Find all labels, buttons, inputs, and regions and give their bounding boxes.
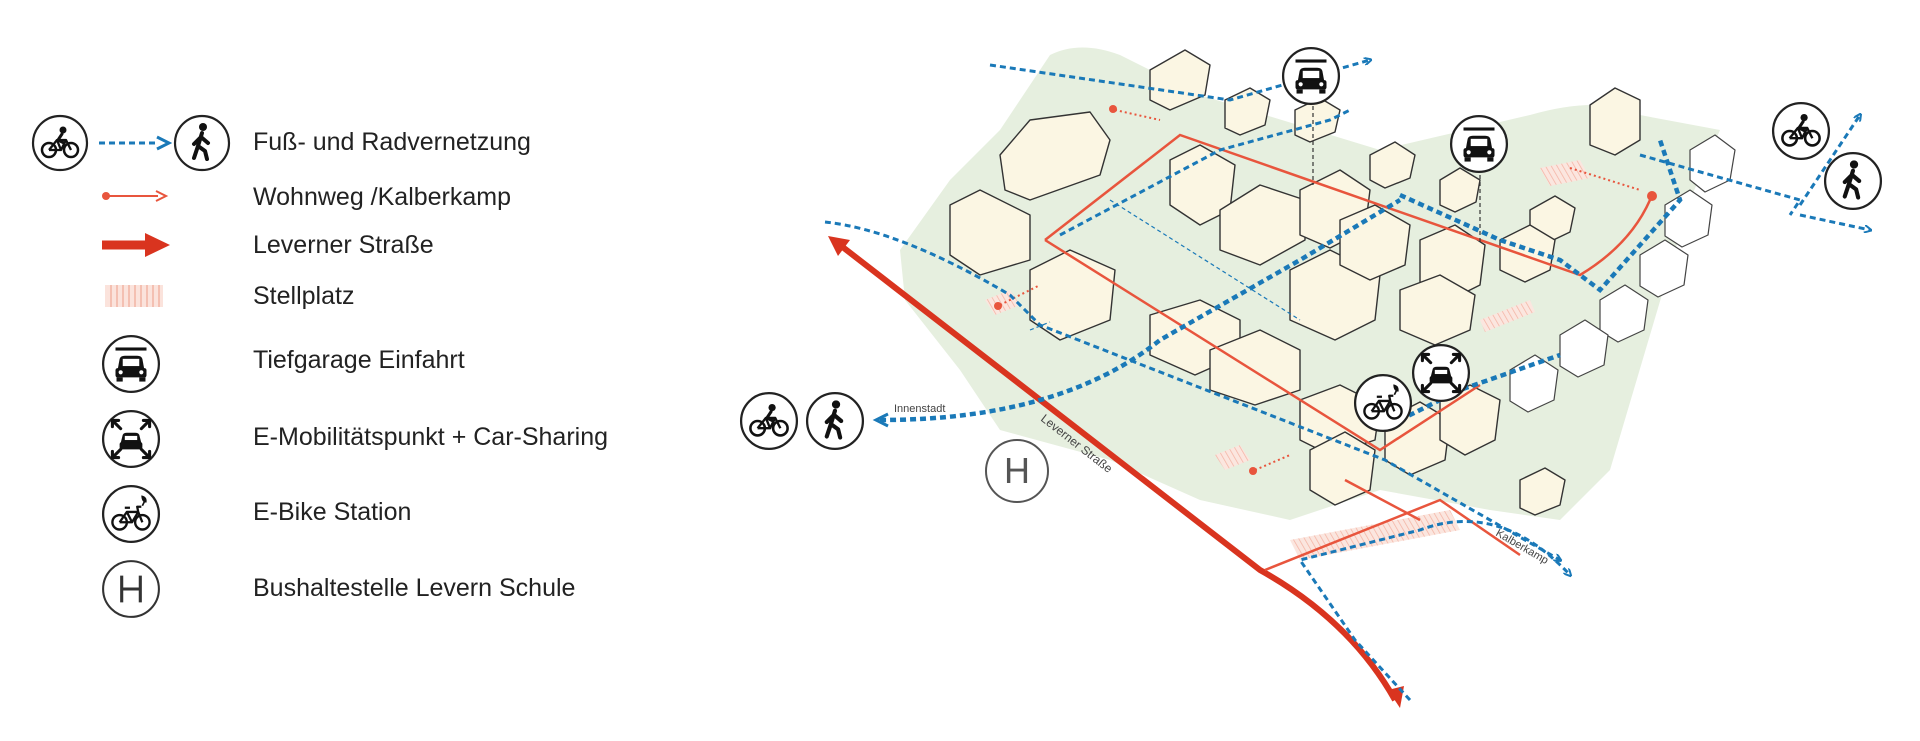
wohnweg-dotted xyxy=(999,109,1641,471)
legend-label: Fuß- und Radvernetzung xyxy=(253,128,531,156)
car-icon xyxy=(100,333,162,395)
pedestrian-icon xyxy=(172,113,232,173)
car-sharing-icon xyxy=(1410,342,1472,404)
pedestrian-icon xyxy=(1822,150,1884,212)
bus-stop-icon xyxy=(100,558,162,620)
car-icon xyxy=(1448,113,1510,175)
legend-label: E-Bike Station xyxy=(253,498,412,526)
legend-label: Stellplatz xyxy=(253,282,355,310)
e-bike-icon xyxy=(1352,372,1414,434)
dotted-red-arrow-icon xyxy=(102,190,169,202)
car-icon xyxy=(1280,45,1342,107)
legend-row-tiefgarage: Tiefgarage Einfahrt xyxy=(0,333,700,393)
kalberkamp-label: Kalberkamp xyxy=(1494,527,1551,567)
parking-hatches xyxy=(985,160,1590,560)
wohnweg-kalberkamp xyxy=(1044,133,1652,572)
legend-label: E-Mobilitätspunkt + Car-Sharing xyxy=(253,423,609,451)
legend-row-emobil: E-Mobilitätspunkt + Car-Sharing xyxy=(0,408,700,468)
site-plan: Innenstadt Leverner Straße Kalberkamp H xyxy=(700,0,1920,741)
legend-label: Leverner Straße xyxy=(253,231,434,259)
fuss-radvernetzung xyxy=(824,60,1870,702)
bus-stop-marker: H xyxy=(984,438,1050,504)
white-buildings xyxy=(1509,134,1736,413)
pedestrian-icon xyxy=(804,390,866,452)
thin-blue-lines xyxy=(1029,199,1301,331)
bicycle-icon xyxy=(738,390,800,452)
legend-row-leverner: Leverner Straße xyxy=(0,224,700,284)
legend-row-bus: Bushaltestelle Levern Schule xyxy=(0,558,700,618)
legend: Fuß- und Radvernetzung Wohnweg /Kalberka… xyxy=(0,0,700,741)
legend-label: Wohnweg /Kalberkamp xyxy=(253,183,512,211)
innenstadt-arrow xyxy=(872,412,889,428)
garage-leaders xyxy=(1312,92,1481,245)
legend-row-radvernetzung: Fuß- und Radvernetzung xyxy=(0,113,700,173)
legend-row-stellplatz: Stellplatz xyxy=(0,279,700,339)
dashed-blue-arrow-icon xyxy=(99,135,172,151)
bicycle-icon xyxy=(30,113,90,173)
legend-row-ebike: E-Bike Station xyxy=(0,483,700,543)
legend-row-wohnweg: Wohnweg /Kalberkamp xyxy=(0,176,700,236)
fuss-radvernetzung-thick xyxy=(879,139,1683,423)
legend-label: Bushaltestelle Levern Schule xyxy=(253,574,576,602)
innenstadt-label: Innenstadt xyxy=(894,403,945,415)
bus-stop-letter: H xyxy=(1004,450,1030,491)
leverner-strasse xyxy=(828,236,1404,708)
car-sharing-icon xyxy=(100,408,162,470)
e-bike-icon xyxy=(100,483,162,545)
wohnweg-nodes xyxy=(994,105,1657,475)
parking-hatch-icon xyxy=(105,285,163,307)
site-plan-drawing: Innenstadt Leverner Straße Kalberkamp xyxy=(824,47,1920,708)
thick-red-arrow-icon xyxy=(102,233,170,257)
legend-label: Tiefgarage Einfahrt xyxy=(253,346,465,374)
